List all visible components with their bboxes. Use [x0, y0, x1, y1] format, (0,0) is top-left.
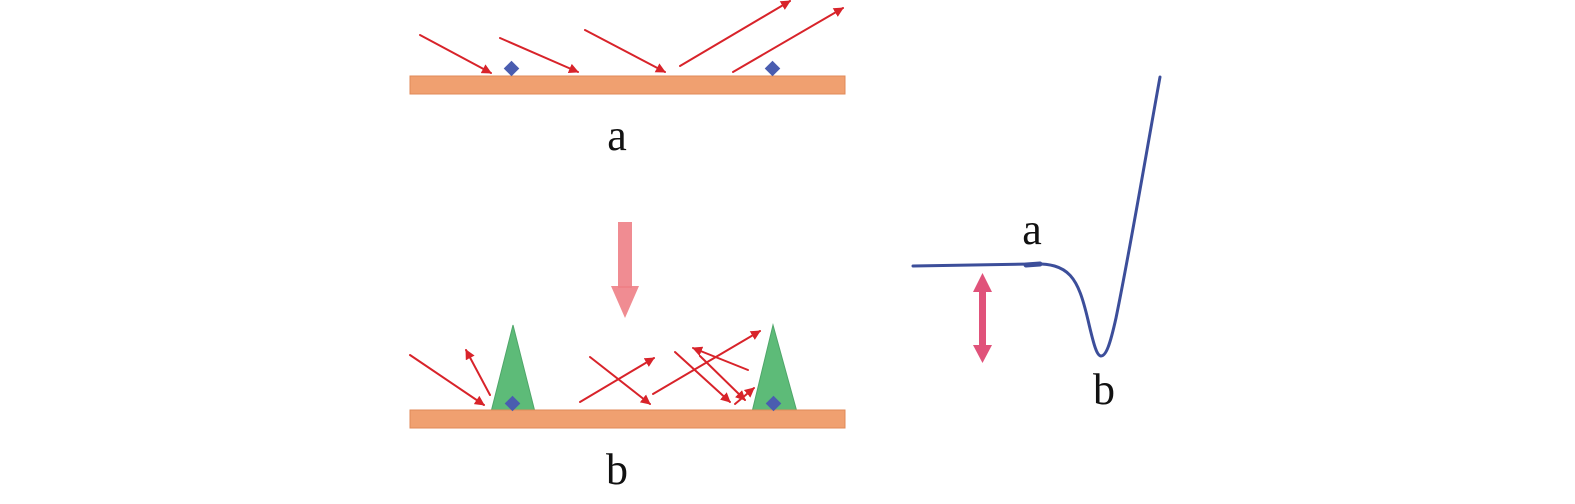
panel-label-b: b [606, 445, 628, 494]
incident-ray [674, 351, 731, 403]
reflected-ray [692, 346, 749, 371]
incident-ray [499, 37, 579, 73]
substrate-top [409, 75, 846, 95]
curve-label-a: a [1022, 205, 1042, 254]
panel-b: b [409, 323, 846, 494]
transition-arrow-shaft [618, 222, 632, 288]
incident-ray [409, 354, 485, 406]
curve-label-b: b [1093, 365, 1115, 414]
double-arrow-head-up [973, 273, 992, 292]
down-arrow-icon [611, 222, 639, 318]
incident-ray [589, 356, 651, 405]
incident-rays-top [419, 29, 666, 74]
incident-ray [699, 355, 746, 401]
transition-arrow-head [611, 286, 639, 318]
scattered-rays-bottom [409, 330, 761, 406]
incident-ray [419, 34, 492, 74]
reflected-ray [579, 357, 655, 403]
double-headed-arrow-icon [973, 273, 992, 363]
reflected-rays-top [679, 0, 844, 73]
substrate-bottom [409, 409, 846, 429]
reflected-ray [734, 387, 755, 405]
reflected-ray [732, 7, 844, 73]
reflected-ray [679, 0, 791, 67]
double-arrow-head-down [973, 345, 992, 363]
site-marker [764, 60, 781, 77]
curve-point-a-marker [1023, 261, 1043, 268]
panel-a: a [409, 0, 846, 160]
panel-label-a: a [607, 111, 627, 160]
site-marker [503, 60, 520, 77]
response-curve [911, 75, 1162, 358]
reflected-ray [465, 349, 491, 396]
response-curve-panel: a b [911, 75, 1162, 414]
double-arrow-shaft [979, 290, 986, 348]
incident-ray [584, 29, 666, 73]
